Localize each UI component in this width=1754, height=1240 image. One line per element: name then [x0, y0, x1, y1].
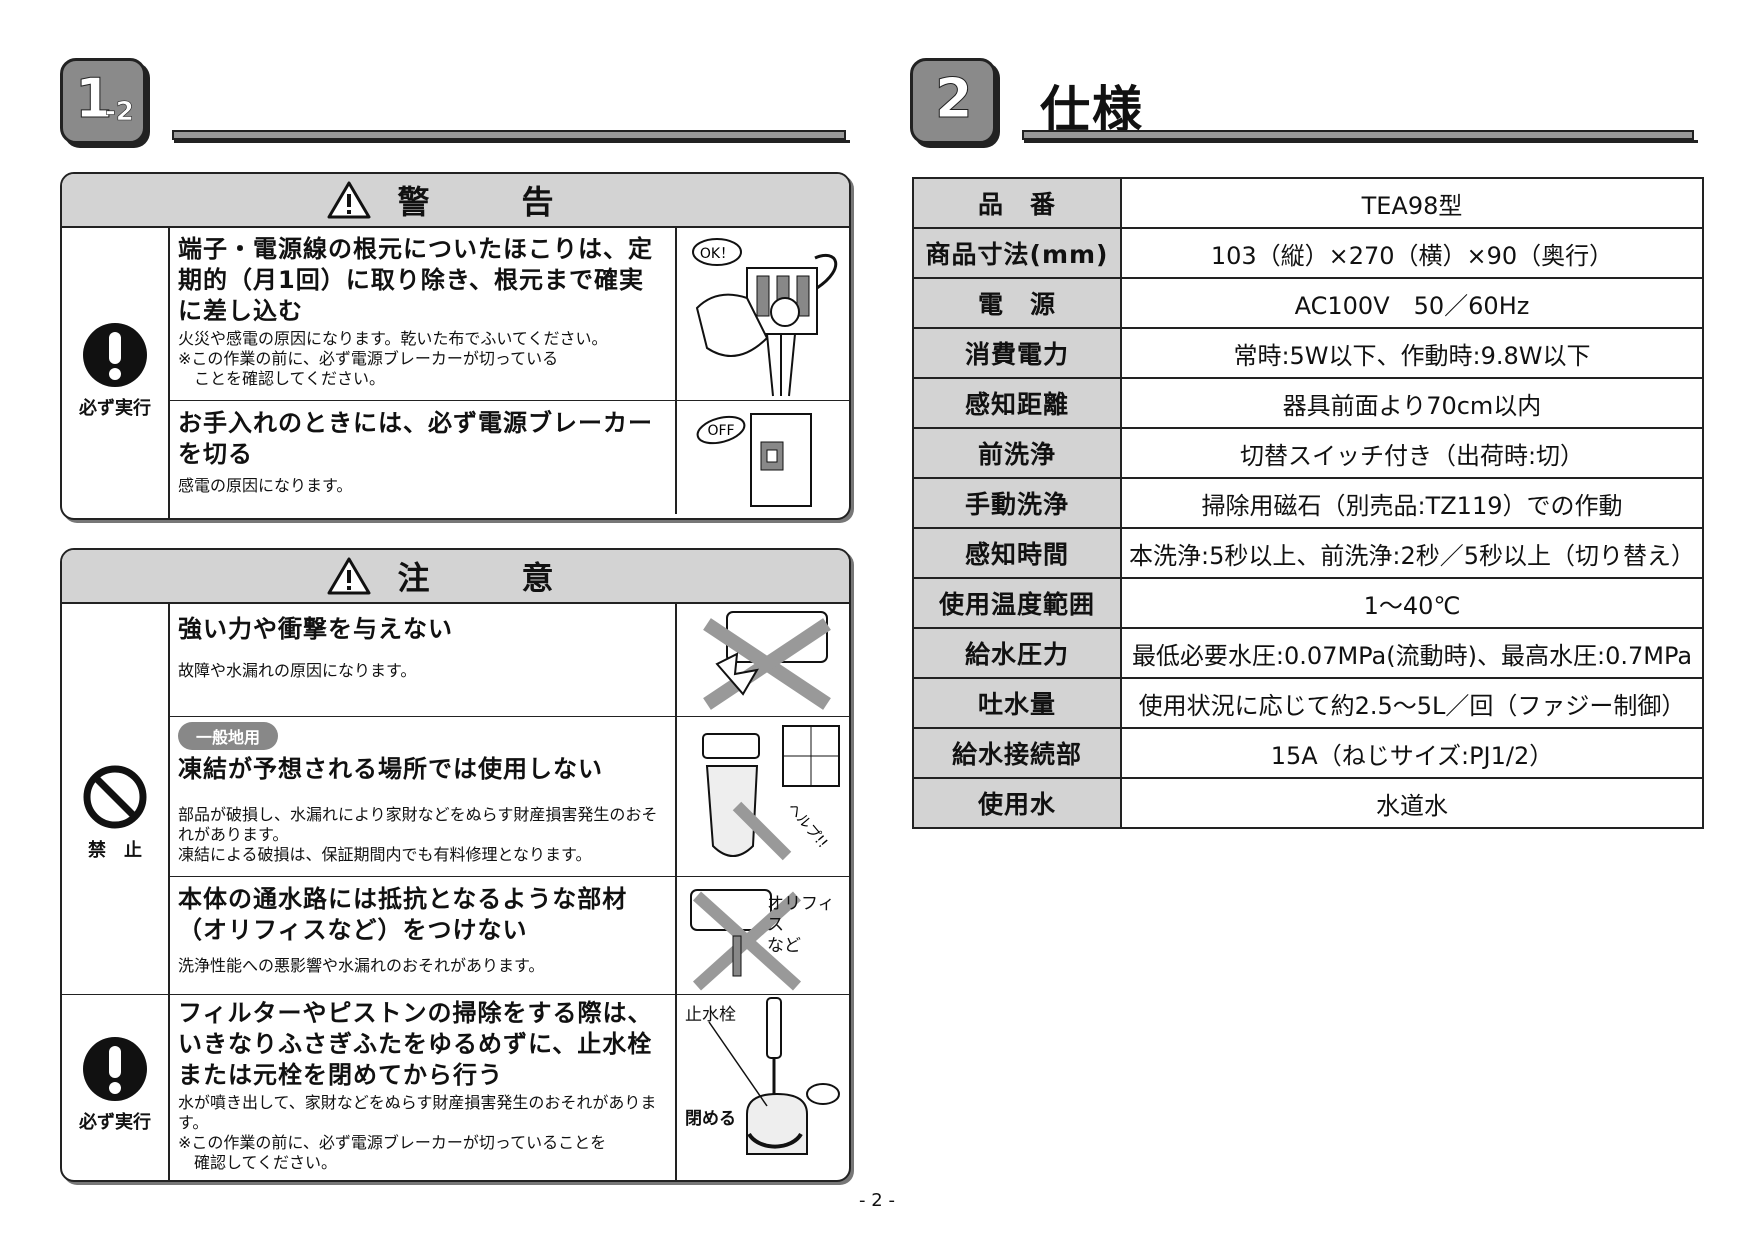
- ok-bubble-text: OK！: [700, 246, 734, 262]
- mandatory-action-icon: [83, 1037, 147, 1101]
- spec-key: 給水接続部: [912, 727, 1122, 779]
- spec-value: 掃除用磁石（別売品:TZ119）での作動: [1120, 477, 1704, 529]
- badge-sub-number: -2: [105, 97, 134, 128]
- spec-key: 使用水: [912, 777, 1122, 829]
- caution-title: 本体の通水路には抵抗となるような部材（オリフィスなど）をつけない: [178, 885, 628, 944]
- caution-title: フィルターやピストンの掃除をする際は、いきなりふさぎふたをゆるめずに、止水栓また…: [178, 999, 653, 1089]
- must-label: 必ず実行: [79, 1112, 151, 1133]
- warning-panel: 警 告 必ず実行 端子・電源線の根元についたほこりは、定期的（月1回）に取り除き…: [60, 172, 851, 520]
- warning-description: 感電の原因になります。: [178, 476, 353, 495]
- spec-key: 商品寸法(mm): [912, 227, 1122, 279]
- spec-key: 品 番: [912, 177, 1122, 229]
- section-rule-left: [172, 130, 850, 143]
- freezing-illustration: ヘルプ!!: [675, 716, 849, 876]
- spec-row: 手動洗浄掃除用磁石（別売品:TZ119）での作動: [912, 477, 1704, 529]
- spec-row: 前洗浄切替スイッチ付き（出荷時:切）: [912, 427, 1704, 479]
- spec-value: 最低必要水圧:0.07MPa(流動時)、最高水圧:0.7MPa: [1120, 627, 1704, 679]
- spec-key: 感知距離: [912, 377, 1122, 429]
- caution-panel: 注 意 禁 止 必ず実行 強い力や衝撃を与えない 故障や水漏れの原因になります。: [60, 548, 851, 1182]
- prohibit-label: 禁 止: [88, 840, 142, 861]
- spec-row: 消費電力常時:5W以下、作動時:9.8W以下: [912, 327, 1704, 379]
- badge-number: 2: [935, 67, 974, 131]
- spec-value: 水道水: [1120, 777, 1704, 829]
- spec-row: 給水圧力最低必要水圧:0.07MPa(流動時)、最高水圧:0.7MPa: [912, 627, 1704, 679]
- prohibit-icon-column: 禁 止: [62, 604, 170, 995]
- spec-key: 消費電力: [912, 327, 1122, 379]
- mandatory-action-label: 必ず実行: [79, 398, 151, 419]
- spec-value: 器具前面より70cm以内: [1120, 377, 1704, 429]
- section-rule-right: [1022, 130, 1698, 143]
- spec-key: 給水圧力: [912, 627, 1122, 679]
- mandatory-action-icon: [83, 323, 147, 387]
- spec-value: 常時:5W以下、作動時:9.8W以下: [1120, 327, 1704, 379]
- spec-value: 15A（ねじサイズ:PJ1/2）: [1120, 727, 1704, 779]
- spec-value: 切替スイッチ付き（出荷時:切）: [1120, 427, 1704, 479]
- warning-triangle-icon: [327, 557, 371, 595]
- stop-valve-illustration: 止水栓 閉める: [675, 994, 849, 1180]
- caution-header-label: 注 意: [397, 559, 584, 597]
- spec-value: TEA98型: [1120, 177, 1704, 229]
- warning-triangle-icon: [327, 181, 371, 219]
- spec-row: 感知時間本洗浄:5秒以上、前洗浄:2秒／5秒以上（切り替え）: [912, 527, 1704, 579]
- no-impact-illustration: [675, 604, 849, 716]
- breaker-off-illustration: OFF: [675, 400, 849, 514]
- caution-description: 水が噴き出して、家財などをぬらす財産損害発生のおそれがあります。 ※この作業の前…: [178, 1093, 657, 1172]
- spec-key: 電 源: [912, 277, 1122, 329]
- section-badge-1-2: 1 -2: [60, 58, 146, 144]
- caution-row: 強い力や衝撃を与えない 故障や水漏れの原因になります。: [168, 604, 849, 717]
- warning-header-label: 警 告: [397, 183, 584, 221]
- spec-key: 感知時間: [912, 527, 1122, 579]
- warning-description: 火災や感電の原因になります。乾いた布でふいてください。 ※この作業の前に、必ず電…: [178, 329, 608, 388]
- spec-key: 使用温度範囲: [912, 577, 1122, 629]
- caution-description: 故障や水漏れの原因になります。: [178, 661, 417, 680]
- caution-title: 凍結が予想される場所では使用しない: [178, 755, 603, 783]
- spec-row: 吐水量使用状況に応じて約2.5～5L／回（ファジー制御）: [912, 677, 1704, 729]
- warning-header: 警 告: [62, 174, 849, 228]
- spec-key: 手動洗浄: [912, 477, 1122, 529]
- spec-value: 本洗浄:5秒以上、前洗浄:2秒／5秒以上（切り替え）: [1120, 527, 1704, 579]
- caution-description: 洗浄性能への悪影響や水漏れのおそれがあります。: [178, 956, 545, 975]
- caution-description: 部品が破損し、水漏れにより家財などをぬらす財産損害発生のおそれがあります。 凍結…: [178, 805, 658, 864]
- warning-title: お手入れのときには、必ず電源ブレーカーを切る: [178, 409, 653, 468]
- warning-row: お手入れのときには、必ず電源ブレーカーを切る 感電の原因になります。 OFF: [168, 400, 849, 514]
- caution-row: 本体の通水路には抵抗となるような部材（オリフィスなど）をつけない 洗浄性能への悪…: [168, 876, 849, 995]
- section-badge-2: 2: [910, 58, 996, 144]
- caution-row: フィルターやピストンの掃除をする際は、いきなりふさぎふたをゆるめずに、止水栓また…: [168, 994, 849, 1180]
- must-icon-column: 必ず実行: [62, 994, 170, 1180]
- caution-header: 注 意: [62, 550, 849, 604]
- plug-cleaning-illustration: OK！: [675, 228, 849, 400]
- spec-value: 1～40℃: [1120, 577, 1704, 629]
- spec-row: 使用水水道水: [912, 777, 1704, 829]
- spec-row: 感知距離器具前面より70cm以内: [912, 377, 1704, 429]
- page-number: - 2 -: [859, 1190, 895, 1211]
- off-bubble-text: OFF: [707, 423, 734, 439]
- orifice-illustration: オリフィス など: [675, 876, 849, 994]
- stop-valve-label: 止水栓: [685, 1005, 736, 1025]
- spec-row: 商品寸法(mm)103（縦）×270（横）×90（奥行）: [912, 227, 1704, 279]
- spec-key: 吐水量: [912, 677, 1122, 729]
- spec-key: 前洗浄: [912, 427, 1122, 479]
- warning-icon-column: 必ず実行: [62, 228, 170, 518]
- badge-number: 1: [75, 67, 114, 131]
- orifice-label: オリフィス など: [767, 894, 835, 956]
- regional-badge: 一般地用: [178, 722, 279, 750]
- close-label: 閉める: [685, 1109, 736, 1129]
- help-text: ヘルプ!!: [784, 800, 830, 851]
- prohibition-icon: [83, 765, 147, 829]
- spec-value: 103（縦）×270（横）×90（奥行）: [1120, 227, 1704, 279]
- caution-row: 一般地用 凍結が予想される場所では使用しない 部品が破損し、水漏れにより家財など…: [168, 716, 849, 877]
- spec-value: AC100V 50／60Hz: [1120, 277, 1704, 329]
- warning-row: 端子・電源線の根元についたほこりは、定期的（月1回）に取り除き、根元まで確実に差…: [168, 228, 849, 401]
- spec-value: 使用状況に応じて約2.5～5L／回（ファジー制御）: [1120, 677, 1704, 729]
- caution-title: 強い力や衝撃を与えない: [178, 615, 453, 643]
- warning-title: 端子・電源線の根元についたほこりは、定期的（月1回）に取り除き、根元まで確実に差…: [178, 235, 653, 325]
- section-title: 仕様: [1040, 81, 1144, 139]
